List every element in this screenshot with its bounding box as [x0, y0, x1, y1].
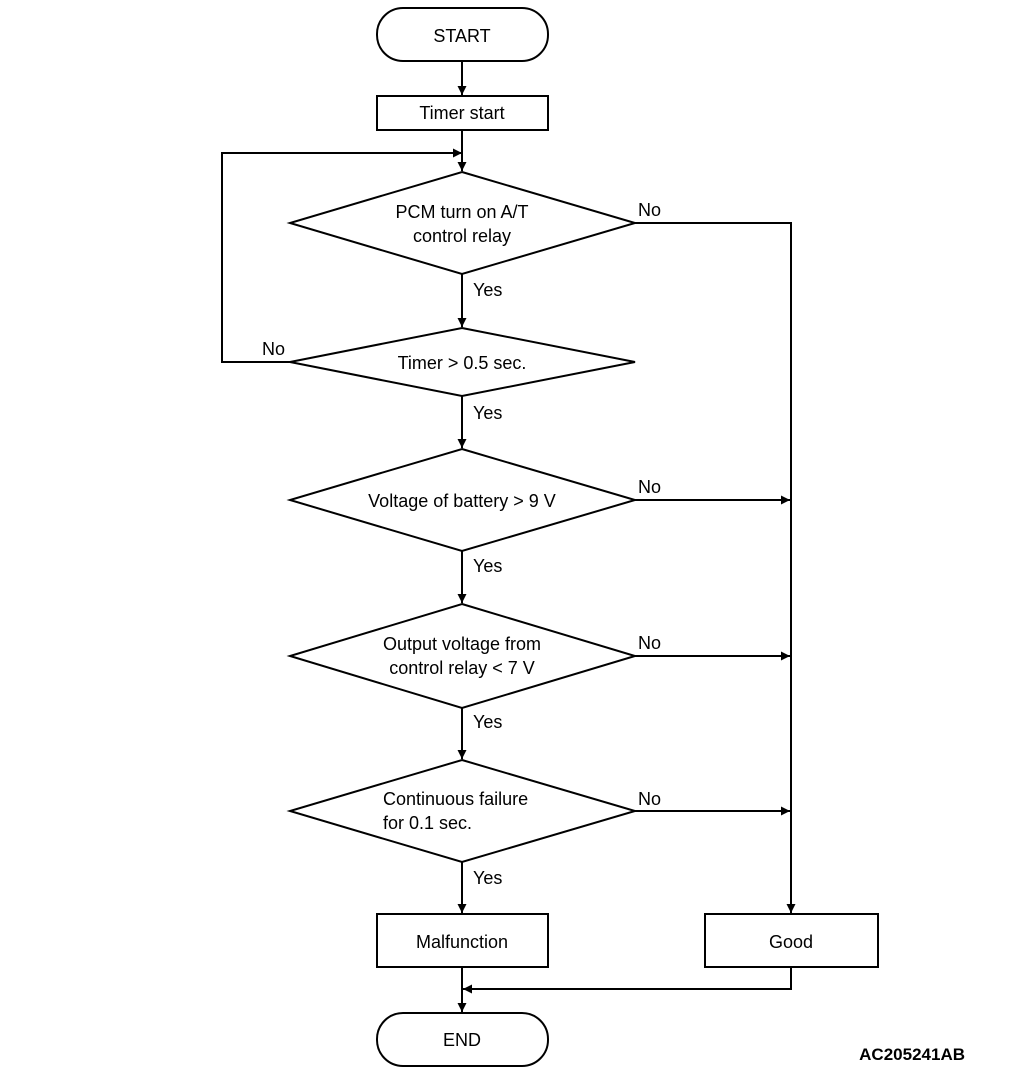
timer-check-label: Timer > 0.5 sec. — [398, 353, 527, 373]
pcm-relay-label-line2: control relay — [413, 226, 511, 246]
connector-pcm-no-to-good — [635, 222, 796, 913]
battery-check-label: Voltage of battery > 9 V — [368, 491, 556, 511]
malfunction-label: Malfunction — [416, 932, 508, 952]
continuous-failure-label-line1: Continuous failure — [383, 789, 528, 809]
output-voltage-label-line1: Output voltage from — [383, 634, 541, 654]
end-terminal — [376, 1012, 549, 1067]
continuous-failure-label-line2: for 0.1 sec. — [383, 813, 472, 833]
pcm-relay-no-label: No — [638, 200, 661, 220]
start-label: START — [433, 26, 490, 46]
output-voltage-yes-label: Yes — [473, 712, 502, 732]
pcm-relay-decision — [286, 170, 639, 276]
good-box — [704, 913, 879, 968]
connector-timer-no-loop — [221, 148, 462, 363]
timer-start-label: Timer start — [419, 103, 504, 123]
connector-good-to-end — [463, 967, 792, 994]
continuous-failure-no-label: No — [638, 789, 661, 809]
output-voltage-label-line2: control relay < 7 V — [389, 658, 535, 678]
timer-check-no-label: No — [262, 339, 285, 359]
timer-start-box — [376, 95, 549, 131]
malfunction-box — [376, 913, 549, 968]
battery-check-yes-label: Yes — [473, 556, 502, 576]
continuous-failure-decision — [286, 758, 639, 864]
good-label: Good — [769, 932, 813, 952]
battery-check-no-label: No — [638, 477, 661, 497]
continuous-failure-yes-label: Yes — [473, 868, 502, 888]
figure-code: AC205241AB — [859, 1045, 965, 1064]
output-voltage-no-label: No — [638, 633, 661, 653]
output-voltage-decision — [286, 602, 639, 710]
pcm-relay-label-line1: PCM turn on A/T — [395, 202, 528, 222]
end-label: END — [443, 1030, 481, 1050]
timer-check-yes-label: Yes — [473, 403, 502, 423]
pcm-relay-yes-label: Yes — [473, 280, 502, 300]
